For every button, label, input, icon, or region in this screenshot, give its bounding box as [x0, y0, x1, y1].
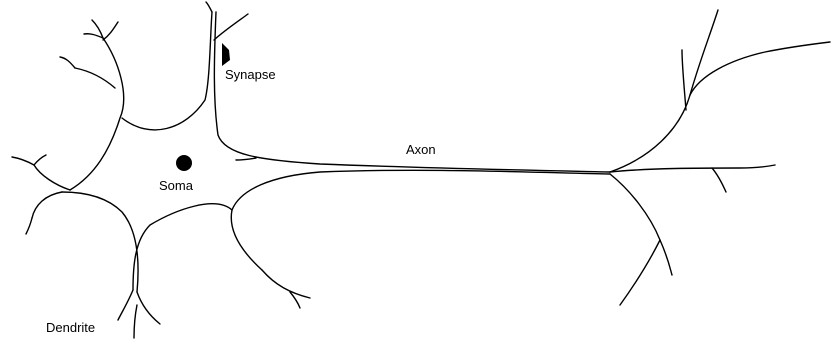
- dendrite-branch: [206, 2, 212, 12]
- axon-terminal-branch: [712, 168, 726, 192]
- dendrite-branch: [34, 155, 46, 165]
- dendrite-branch: [134, 305, 137, 338]
- dendrite-branch: [214, 14, 248, 40]
- dendrite-branch: [34, 165, 70, 190]
- dendrite-label: Dendrite: [46, 320, 95, 335]
- synapse-marker: [222, 43, 230, 66]
- axon-terminal-branch: [682, 50, 686, 110]
- dendrite-branch: [262, 270, 310, 298]
- axon-terminal-branch: [690, 42, 830, 95]
- dendrite-branch: [32, 192, 62, 218]
- dendrite-bottom-trunk: [133, 204, 232, 290]
- dendrite-branch: [60, 57, 75, 68]
- dendrite-branch: [12, 157, 34, 165]
- soma-nucleus: [176, 155, 192, 171]
- dendrite-branch: [236, 158, 256, 160]
- synapse-label: Synapse: [225, 67, 276, 82]
- axon-lower-edge: [231, 170, 610, 270]
- axon-terminals: [610, 10, 830, 305]
- dendrite-branch: [103, 22, 118, 40]
- axon-terminal-branch: [610, 174, 672, 275]
- dendrite-branches: [12, 2, 310, 338]
- soma-label: Soma: [159, 178, 194, 193]
- dendrite-branch: [84, 34, 103, 38]
- axon-terminal-branch: [610, 165, 775, 172]
- dendrite-branch: [137, 292, 160, 324]
- axon-label: Axon: [406, 142, 436, 157]
- dendrite-left-lower-trunk: [62, 192, 138, 292]
- dendrite-branch: [75, 68, 115, 88]
- dendrite-upper-left-trunk: [70, 38, 124, 190]
- axon-terminal-branch: [610, 10, 718, 172]
- axon-terminal-branch: [620, 240, 660, 305]
- dendrite-branch: [26, 218, 32, 234]
- dendrite-top-trunk: [122, 12, 212, 130]
- soma-outline: [62, 12, 610, 292]
- dendrite-branch: [118, 290, 133, 320]
